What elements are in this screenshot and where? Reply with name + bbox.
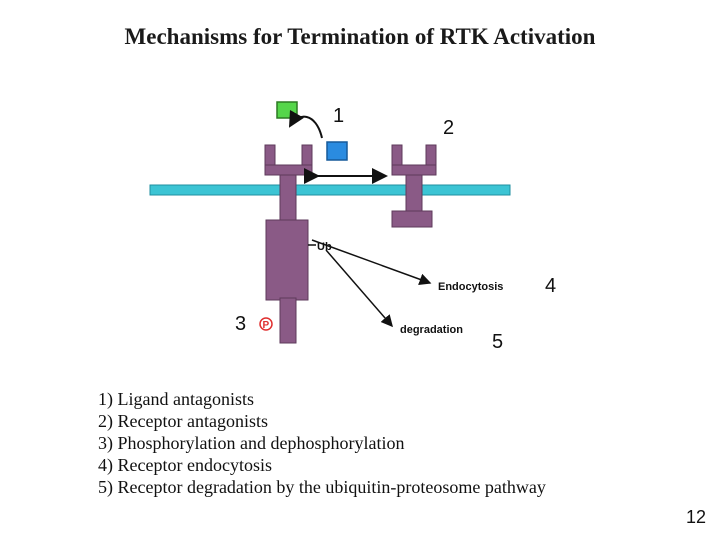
number-1: 1 bbox=[333, 105, 344, 127]
ligand-antagonist-square bbox=[276, 101, 298, 119]
list-item: 1) Ligand antagonists bbox=[98, 389, 254, 409]
ub-label: Ub bbox=[317, 241, 332, 253]
list-item: 5) Receptor degradation by the ubiquitin… bbox=[98, 477, 546, 497]
list-item: 4) Receptor endocytosis bbox=[98, 455, 272, 475]
phosphate-circle bbox=[259, 317, 273, 331]
number-3: 3 bbox=[235, 313, 246, 335]
page-number: 12 bbox=[685, 507, 706, 527]
mechanism-list: 1) Ligand antagonists 2) Receptor antago… bbox=[98, 388, 546, 498]
cell-membrane bbox=[149, 184, 511, 196]
degradation-arrow bbox=[325, 249, 393, 328]
receptor-active bbox=[264, 144, 313, 344]
number-4: 4 bbox=[545, 275, 556, 297]
slide-title: Mechanisms for Termination of RTK Activa… bbox=[124, 24, 596, 49]
ligand-curved-arrow bbox=[289, 109, 323, 139]
phosphate-label: P bbox=[263, 320, 270, 331]
list-item: 2) Receptor antagonists bbox=[98, 411, 268, 431]
endocytosis-label: Endocytosis bbox=[438, 281, 503, 293]
list-item: 3) Phosphorylation and dephosphorylation bbox=[98, 433, 405, 453]
number-5: 5 bbox=[492, 331, 503, 353]
receptor-antagonized bbox=[391, 144, 437, 228]
degradation-label: degradation bbox=[400, 324, 463, 336]
receptor-antagonist-square bbox=[326, 141, 348, 161]
endocytosis-arrow bbox=[311, 239, 432, 286]
number-2: 2 bbox=[443, 117, 454, 139]
